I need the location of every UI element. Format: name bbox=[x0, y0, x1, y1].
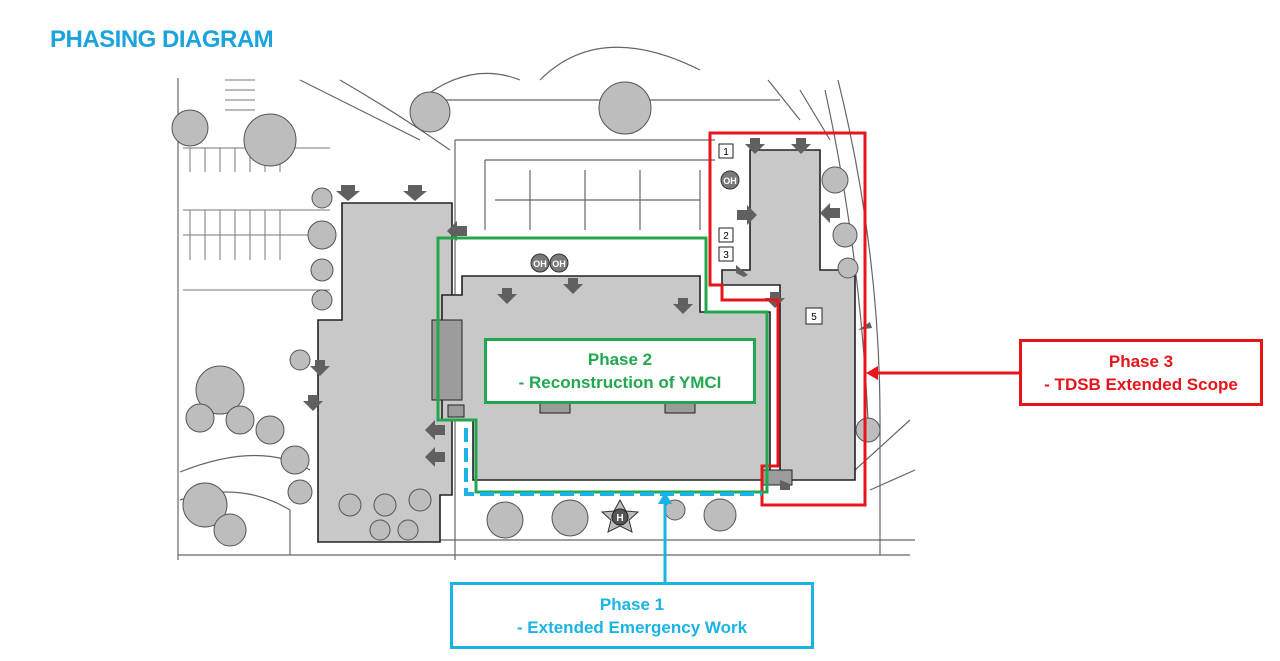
phase3-arrow-head bbox=[866, 366, 878, 380]
marker-3: 3 bbox=[723, 250, 729, 261]
trees bbox=[171, 81, 881, 547]
oh-label-3: OH bbox=[552, 259, 566, 269]
phase2-description: - Reconstruction of YMCI bbox=[518, 373, 722, 392]
oh-markers: OH OH OH bbox=[530, 170, 740, 273]
phase1-description: - Extended Emergency Work bbox=[516, 617, 748, 637]
phase2-title: Phase 2 bbox=[587, 350, 653, 369]
phase1-callout: Phase 1 - Extended Emergency Work bbox=[450, 582, 814, 649]
oh-label-2: OH bbox=[533, 259, 547, 269]
phase1-boundary bbox=[464, 428, 762, 496]
marker-1: 1 bbox=[723, 147, 729, 158]
helipad-label: H bbox=[616, 513, 623, 524]
marker-2: 2 bbox=[723, 231, 729, 242]
phase3-callout: Phase 3 - TDSB Extended Scope bbox=[1019, 339, 1263, 406]
phase3-boundary bbox=[708, 131, 867, 507]
marker-5: 5 bbox=[811, 312, 817, 323]
oh-label-1: OH bbox=[723, 176, 737, 186]
parking-grid bbox=[183, 79, 330, 291]
phase2-callout: Phase 2 - Reconstruction of YMCI bbox=[484, 338, 756, 404]
phase2-boundary bbox=[436, 236, 769, 494]
helipad-marker: H bbox=[600, 498, 640, 533]
phase1-arrow-head bbox=[658, 492, 672, 504]
phase3-description: - TDSB Extended Scope bbox=[1044, 374, 1238, 394]
page-title: PHASING DIAGRAM bbox=[50, 26, 274, 53]
phase1-title: Phase 1 bbox=[599, 594, 665, 614]
phase3-title: Phase 3 bbox=[1108, 351, 1174, 371]
numbered-markers: 1 2 3 5 bbox=[718, 143, 823, 325]
